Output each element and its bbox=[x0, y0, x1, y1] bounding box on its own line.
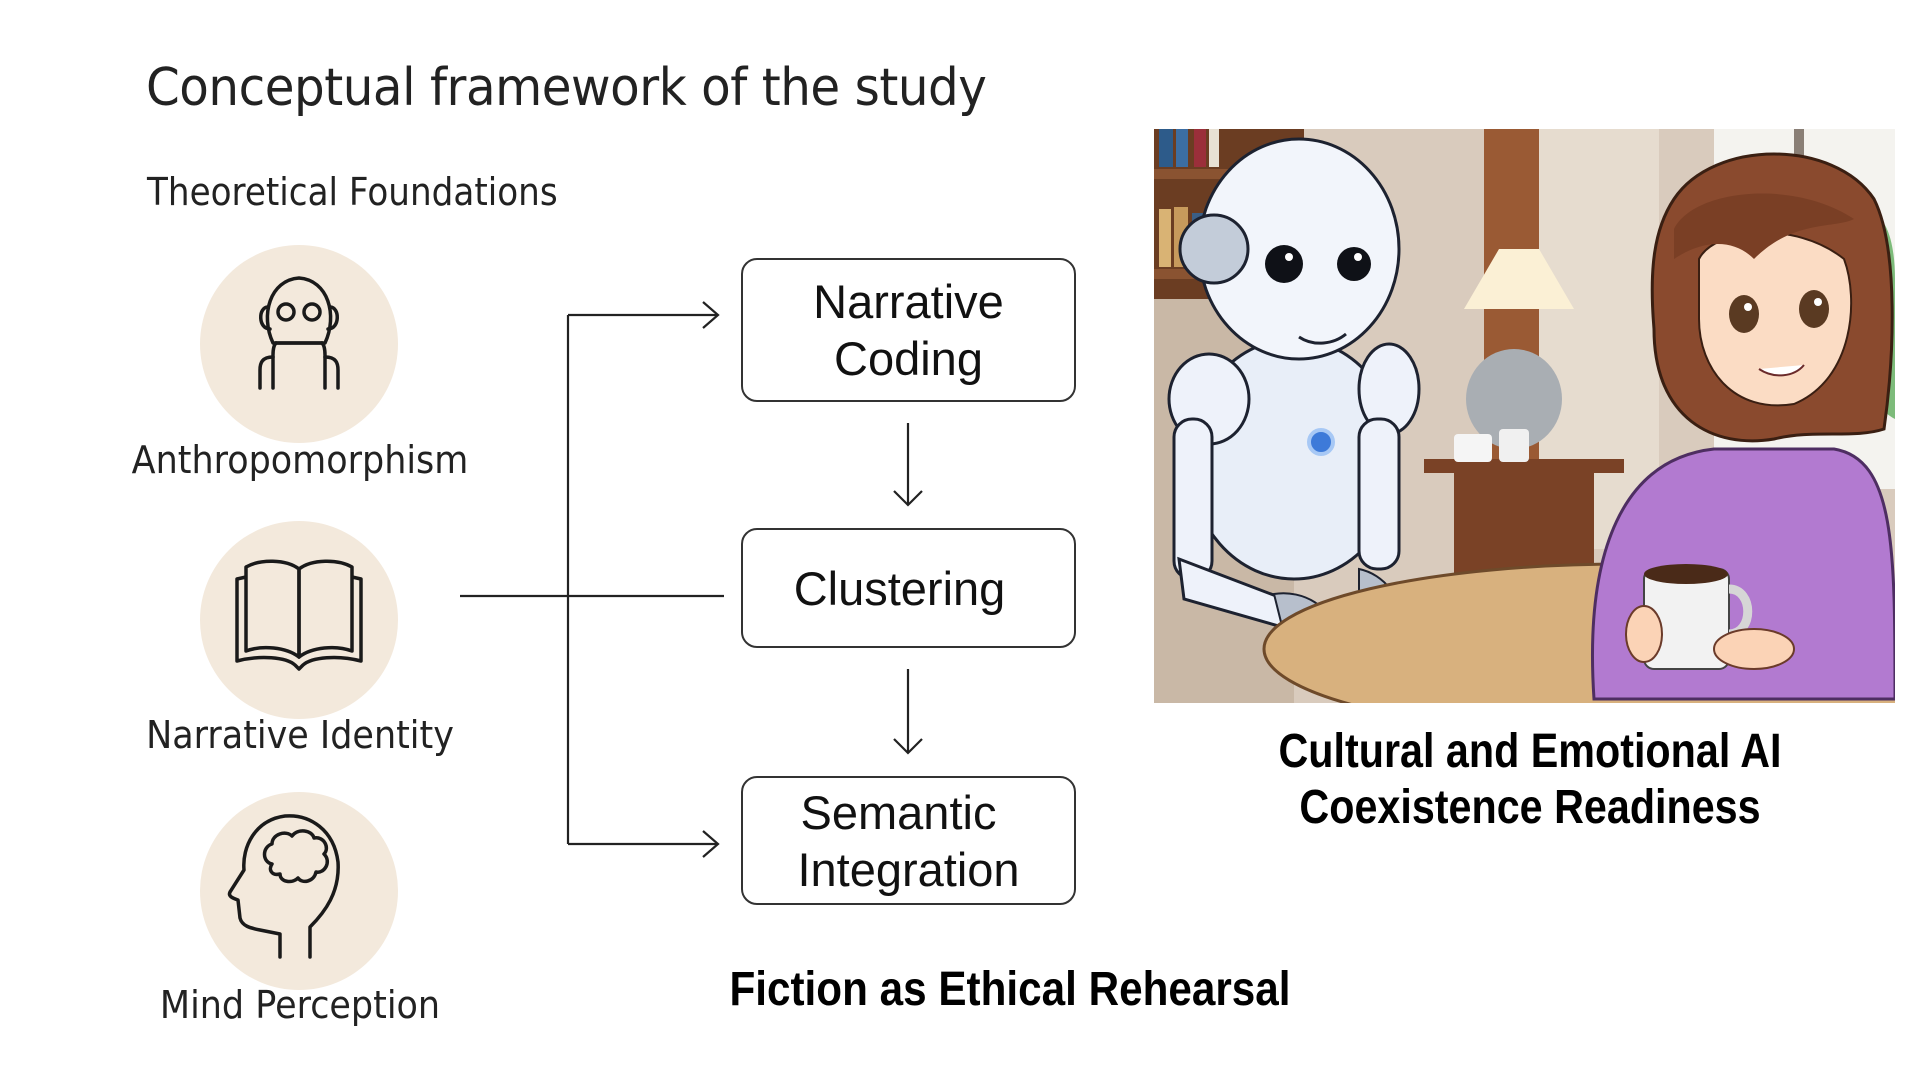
process-box-line: Semantic bbox=[800, 785, 997, 839]
illustration-caption: Cultural and Emotional AI Coexistence Re… bbox=[1177, 724, 1882, 836]
illustration-caption-line-2: Coexistence Readiness bbox=[1299, 781, 1761, 834]
coffee-mug bbox=[1625, 564, 1795, 670]
foundation-circle-mind-perception bbox=[200, 792, 398, 990]
foundation-label-mind-perception: Mind Perception bbox=[159, 983, 441, 1027]
process-box-narrative-coding: Narrative Coding bbox=[741, 258, 1076, 402]
arrow-to-semantic-integration bbox=[568, 830, 720, 858]
foundation-circle-narrative-identity bbox=[200, 521, 398, 719]
foundation-label-anthropomorphism: Anthropomorphism bbox=[131, 438, 469, 482]
open-book-icon bbox=[235, 559, 363, 671]
process-box-clustering: Clustering bbox=[741, 528, 1076, 648]
arrow-clustering-to-integration bbox=[893, 669, 923, 755]
process-box-semantic-integration: Semantic Integration bbox=[741, 776, 1076, 905]
foundation-circle-anthropomorphism bbox=[200, 245, 398, 443]
process-box-line: Integration bbox=[797, 842, 1020, 896]
robot-figure bbox=[1167, 137, 1421, 636]
page-title: Conceptual framework of the study bbox=[146, 58, 987, 118]
arrow-to-narrative-coding bbox=[568, 301, 720, 329]
illustration-caption-line-1: Cultural and Emotional AI bbox=[1278, 725, 1782, 778]
robot-icon bbox=[258, 276, 340, 390]
foundation-label-narrative-identity: Narrative Identity bbox=[146, 713, 454, 757]
head-brain-icon bbox=[227, 814, 340, 959]
process-box-line: Narrative bbox=[813, 275, 1004, 328]
process-box-line: Clustering bbox=[793, 561, 1006, 615]
illustration-robot-and-woman bbox=[1154, 129, 1895, 703]
woman-figure bbox=[1591, 152, 1895, 701]
process-box-line: Coding bbox=[834, 332, 983, 385]
footer-caption: Fiction as Ethical Rehearsal bbox=[729, 963, 1291, 1016]
section-heading: Theoretical Foundations bbox=[147, 170, 558, 214]
arrow-coding-to-clustering bbox=[893, 423, 923, 507]
